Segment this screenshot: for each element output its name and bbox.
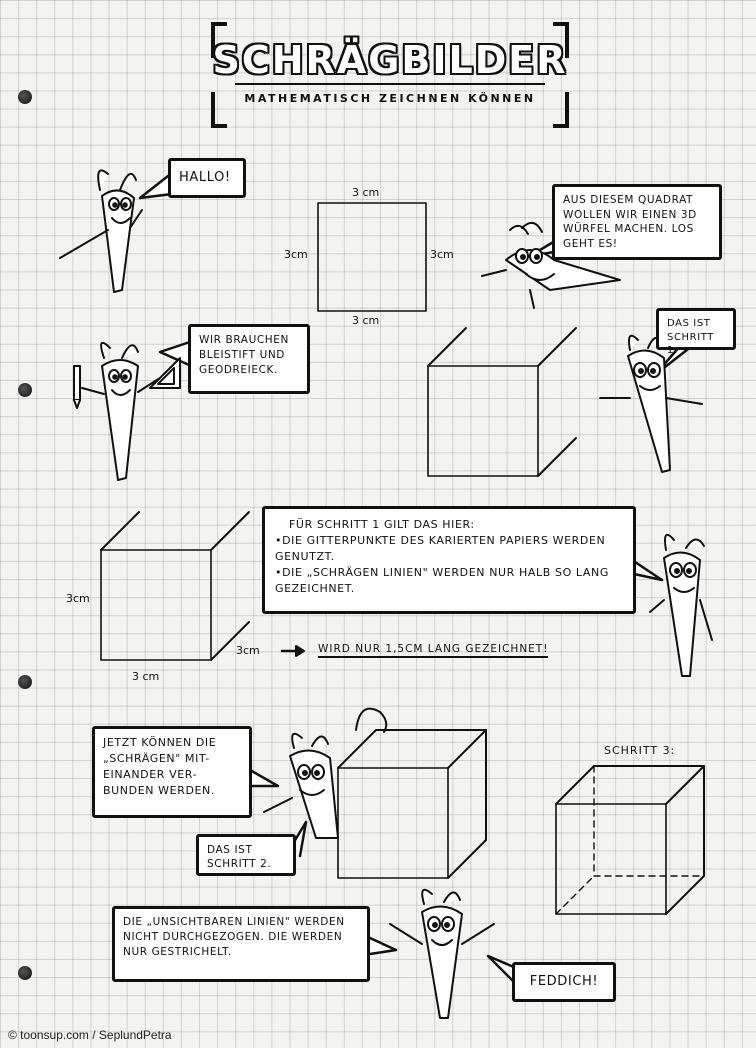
bubble-quadrat-text: AUS DIESEM QUADRAT WOLLEN WIR EINEN 3D W… [563,194,697,251]
punch-hole-icon [18,675,32,689]
page-title: SCHRÄGBILDER [212,38,568,82]
bubble-unsichtbar-text: DIE „UNSICHTBAREN LINIEN" WERDEN NICHT D… [123,916,345,959]
cube-step3 [555,765,705,915]
bubble-verbinden-text: JETZT KÖNNEN DIE „SCHRÄGEN" MIT-EINANDER… [103,736,217,797]
square-top-label: 3 cm [352,186,380,199]
square-left-label: 3cm [284,248,308,261]
depth-note: WIRD NUR 1,5cm LANG GEZEICHNET! [318,643,549,658]
punch-hole-icon [18,90,32,104]
bubble-feddich: FEDDICH! [512,962,616,1002]
cube-left-label: 3cm [66,592,90,605]
cube-bottom-label: 3 cm [132,670,160,683]
regel-item-2: •DIE „SCHRÄGEN LINIEN" WERDEN NUR HALB S… [275,565,609,595]
square-bottom-label: 3 cm [352,314,380,327]
bubble-feddich-text: FEDDICH! [529,973,599,989]
cube-rule [100,511,250,661]
cube-depth-label: 3cm [236,644,260,657]
title-brackets [211,22,569,128]
cube-step2 [337,729,487,879]
bubble-schritt1: DAS IST SCHRITT 1. [656,308,736,356]
regel-intro: FÜR SCHRITT 1 GILT DAS HIER: [289,518,475,531]
schritt3-label: SCHRITT 3: [604,744,676,757]
punch-hole-icon [18,966,32,980]
pencil-icon [73,365,81,409]
bubble-regel: FÜR SCHRITT 1 GILT DAS HIER: •DIE GITTER… [262,506,636,614]
bubble-quadrat: AUS DIESEM QUADRAT WOLLEN WIR EINEN 3D W… [552,184,722,260]
bubble-bleistift: WIR BRAUCHEN BLEISTIFT UND GEODREIECK. [188,324,310,394]
carrot-character-icon [59,169,713,1019]
set-square-icon [149,357,181,389]
square-drawing [317,202,427,312]
bubble-schritt2: DAS IST SCHRITT 2. [196,834,296,876]
credit-line: © toonsup.com / SeplundPetra [8,1028,172,1042]
page-subtitle: MATHEMATISCH ZEICHNEN KÖNNEN [244,92,536,105]
bubble-unsichtbar: DIE „UNSICHTBAREN LINIEN" WERDEN NICHT D… [112,906,370,982]
square-right-label: 3cm [430,248,454,261]
regel-item-1: •DIE GITTERPUNKTE DES KARIERTEN PAPIERS … [275,533,606,563]
punch-hole-icon [18,383,32,397]
bubble-hallo: HALLO! [168,158,246,198]
bubble-schritt1-text: DAS IST SCHRITT 1. [667,318,714,356]
bubble-bleistift-text: WIR BRAUCHEN BLEISTIFT UND GEODREIECK. [199,334,289,377]
bubble-verbinden: JETZT KÖNNEN DIE „SCHRÄGEN" MIT-EINANDER… [92,726,252,818]
cube-step1 [427,327,577,477]
arrow-right-icon [280,645,305,657]
bubble-hallo-text: HALLO! [179,169,231,185]
bubble-schritt2-text: DAS IST SCHRITT 2. [207,844,272,871]
title-block: SCHRÄGBILDER MATHEMATISCH ZEICHNEN KÖNNE… [205,20,575,132]
